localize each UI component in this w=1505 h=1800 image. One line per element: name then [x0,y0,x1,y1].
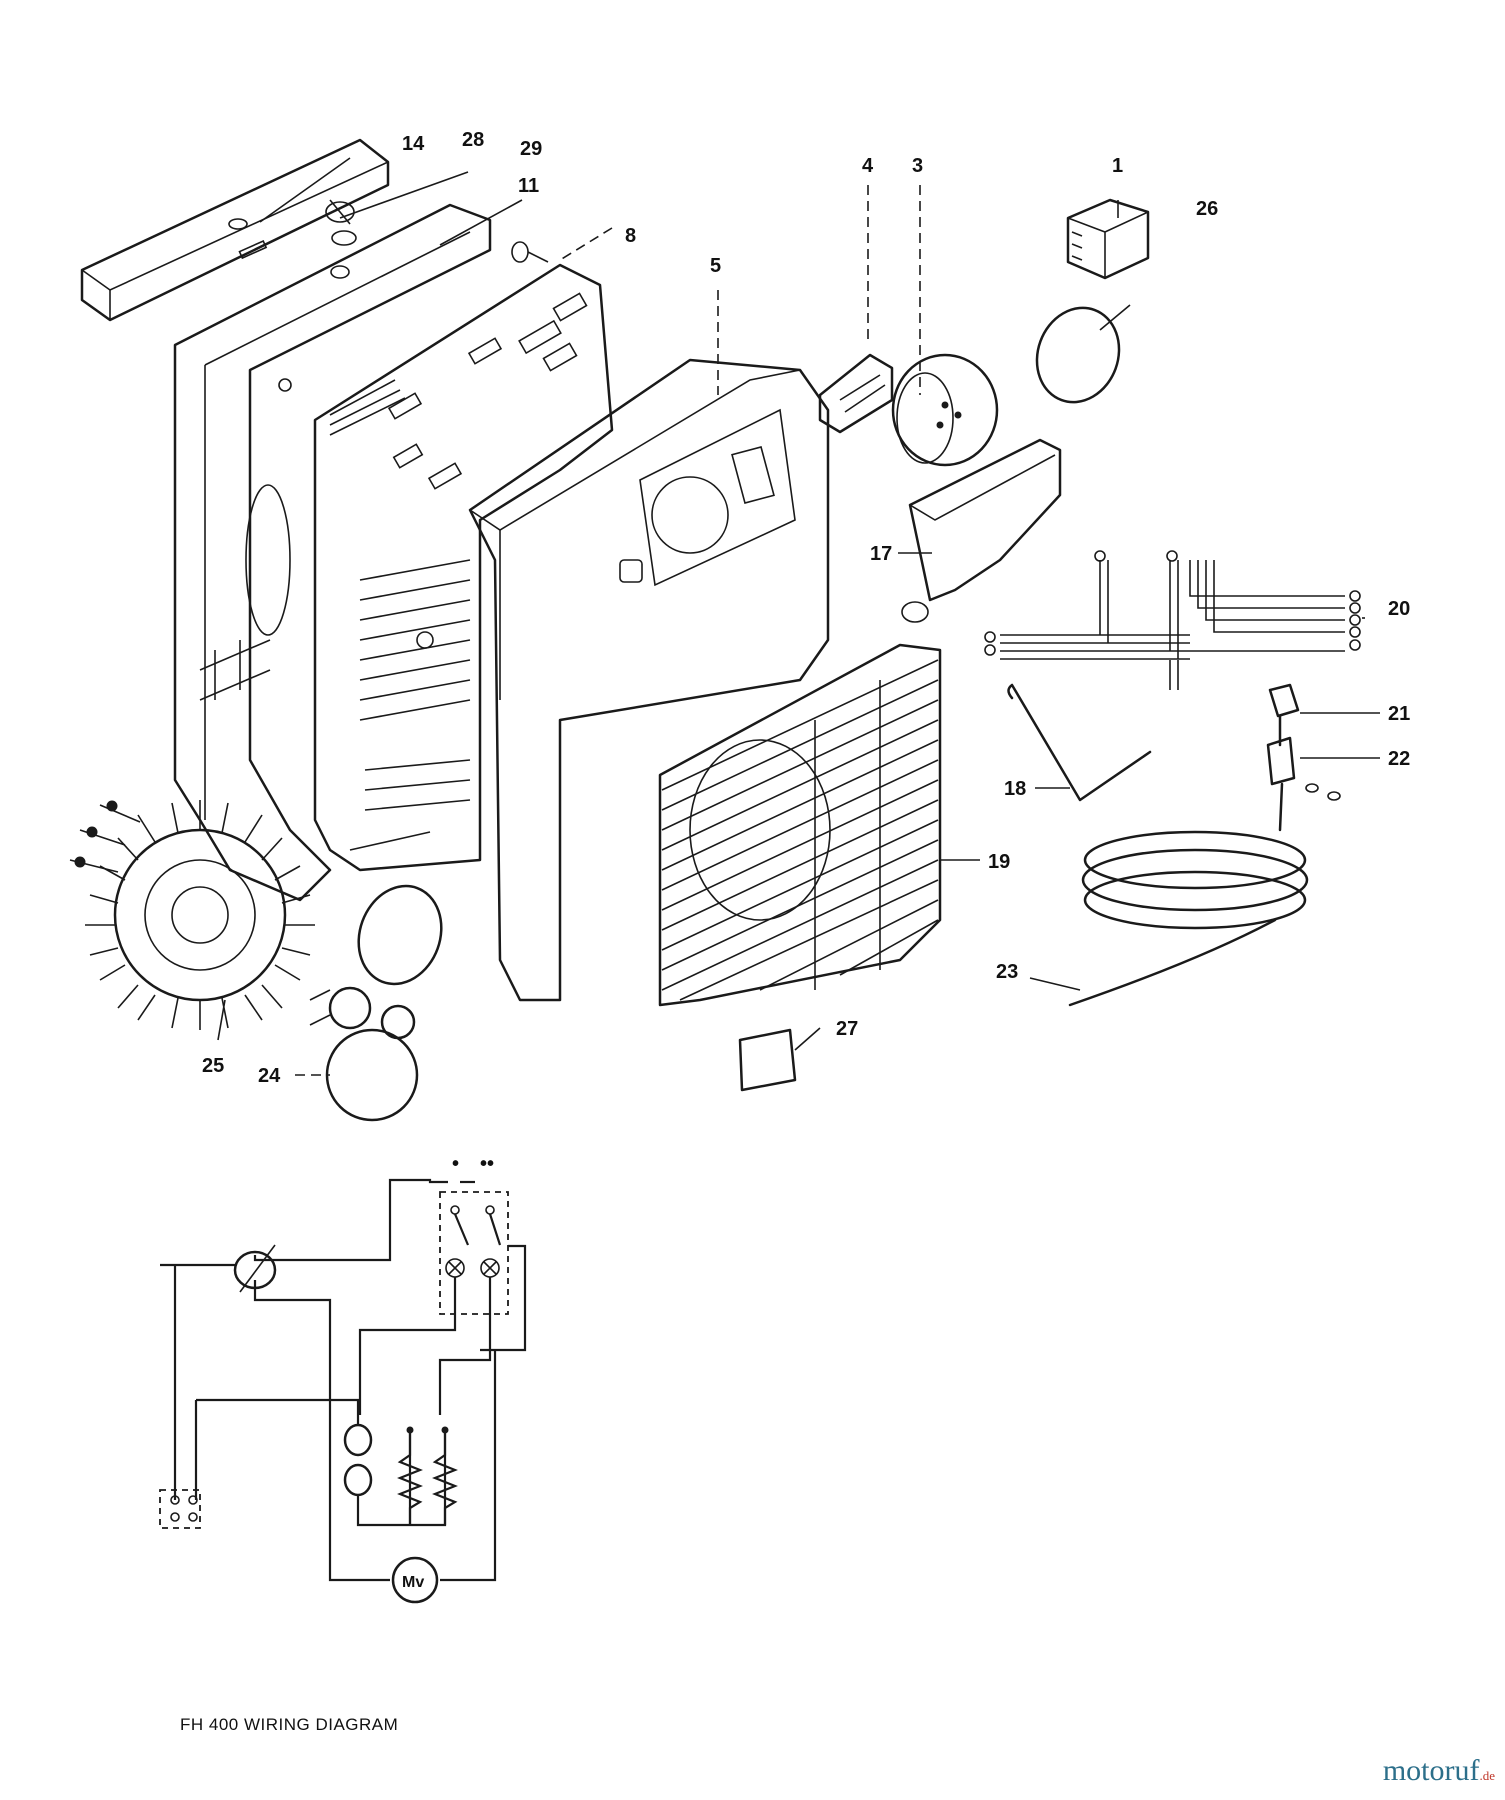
top-bar-part-14 [80,138,390,322]
thermal-cutout-symbols [343,1423,373,1497]
thermostat-switch-part-4 [818,353,894,434]
callout-19: 19 [988,851,1010,873]
callout-3: 3 [912,155,923,177]
power-cord-part-23 [1068,714,1309,1007]
callout-23: 23 [996,961,1018,983]
watermark-main: motoruf [1382,1754,1480,1787]
callout-11: 11 [518,175,539,197]
callout-28: 28 [462,129,484,151]
grille-part-19 [658,643,942,1007]
callout-17: 17 [870,543,892,565]
clamp-part-22 [1266,736,1341,801]
callout-20: 20 [1388,598,1410,620]
grille-slats [661,659,939,1001]
callout-29: 29 [520,138,542,160]
screw-part-8 [511,241,549,263]
heating-resistors [397,1430,458,1525]
heating-coil-part-25 [69,800,315,1030]
switch-mark-two: •• [480,1153,494,1175]
callout-5: 5 [710,255,721,277]
hook-part-18 [1007,683,1152,802]
element-frame [313,263,614,872]
callout-25: 25 [202,1055,224,1077]
callout-26: 26 [1196,198,1218,220]
thermostat-symbol [233,1244,277,1293]
disc-part-26 [1035,306,1121,404]
callout-14: 14 [402,133,425,155]
watermark-logo: motoruf.de [1383,1754,1495,1788]
motor-label: Mv [402,1574,424,1591]
watermark-tld: .de [1479,1768,1495,1783]
callout-labels: 14 28 29 11 8 5 4 3 1 26 17 20 21 22 18 … [202,129,1410,1087]
callout-27: 27 [836,1018,858,1040]
wiring-harness-part-20 [984,550,1361,690]
callout-1: 1 [1112,155,1123,177]
rear-housing-part-11 [173,203,492,902]
callout-22: 22 [1388,748,1410,770]
diagram-caption: FH 400 WIRING DIAGRAM [180,1715,398,1734]
callout-leaders [217,157,1380,1076]
callout-21: 21 [1388,703,1410,725]
fan-part-24 [309,884,443,1122]
plug-part-21 [1268,683,1300,718]
wiring-schematic: • •• [159,1153,527,1604]
callout-4: 4 [862,155,874,177]
callout-18: 18 [1004,778,1026,800]
control-knob-part-3 [891,353,999,467]
callout-24: 24 [258,1065,281,1087]
label-plate-part-27 [738,1028,797,1092]
switch-mark-one: • [452,1153,459,1175]
bolt-part-28 [325,199,355,225]
callout-8: 8 [625,225,636,247]
mains-terminal [159,1489,201,1529]
washer-part-29 [331,230,357,246]
switch-module: • •• [439,1153,509,1315]
motor-symbol: Mv [391,1556,439,1604]
relay-part-1 [1066,198,1150,280]
flap-part-17 [901,438,1062,623]
front-cover-part-5 [468,358,830,1002]
